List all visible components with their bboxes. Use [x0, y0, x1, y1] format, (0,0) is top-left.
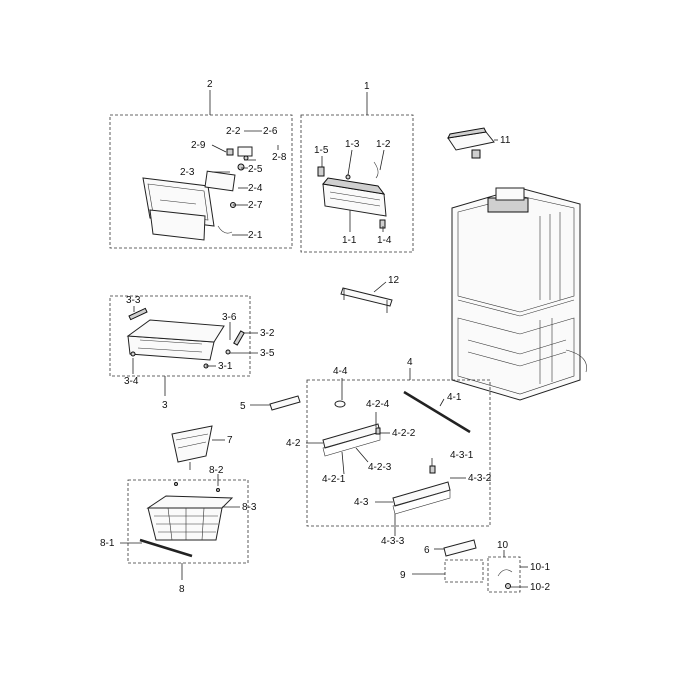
callout-3-2: 3-2	[260, 328, 275, 339]
callout-2: 2	[207, 79, 213, 90]
part-9	[412, 559, 484, 583]
callout-2-3: 2-3	[180, 167, 195, 178]
part-12	[340, 281, 393, 313]
callout-1-2: 1-2	[376, 139, 391, 150]
callout-4-3-3: 4-3-3	[381, 536, 405, 547]
callout-4-3-1: 4-3-1	[450, 450, 474, 461]
group-1-leaders	[321, 149, 385, 232]
callout-3-3: 3-3	[126, 295, 141, 306]
callout-4-2-3: 4-2-3	[368, 462, 392, 473]
callout-8: 8	[179, 584, 185, 595]
callout-2-2: 2-2	[226, 126, 241, 137]
group-10-box	[487, 550, 528, 593]
callout-4-3: 4-3	[354, 497, 369, 508]
group-8-box	[127, 479, 249, 580]
callout-10-1: 10-1	[530, 562, 550, 573]
callout-2-5: 2-5	[248, 164, 263, 175]
callout-1-4: 1-4	[377, 235, 392, 246]
callout-2-6: 2-6	[263, 126, 278, 137]
callout-5: 5	[240, 401, 246, 412]
part-7	[171, 425, 225, 470]
callout-3-6: 3-6	[222, 312, 237, 323]
callout-7: 7	[227, 435, 233, 446]
callout-2-9: 2-9	[191, 140, 206, 151]
callout-3: 3	[162, 400, 168, 411]
callout-11: 11	[500, 135, 511, 146]
group-2-box	[109, 90, 293, 249]
callout-3-5: 3-5	[260, 348, 275, 359]
callout-4-2-1: 4-2-1	[322, 474, 346, 485]
callout-4: 4	[407, 357, 413, 368]
cabinet-body	[451, 187, 587, 401]
part-11	[447, 127, 498, 159]
callout-2-1: 2-1	[248, 230, 263, 241]
group-1-box	[300, 92, 414, 253]
callout-8-2: 8-2	[209, 465, 224, 476]
callout-9: 9	[400, 570, 406, 581]
callout-2-4: 2-4	[248, 183, 263, 194]
callout-10: 10	[497, 540, 509, 551]
callout-1: 1	[364, 81, 370, 92]
callout-10-2: 10-2	[530, 582, 550, 593]
group-2-leaders	[211, 130, 279, 236]
callout-3-4: 3-4	[124, 376, 139, 387]
callout-6: 6	[424, 545, 430, 556]
part-5	[250, 395, 301, 411]
part-6	[434, 539, 477, 557]
callout-1-1: 1-1	[342, 235, 357, 246]
callout-4-1: 4-1	[447, 392, 462, 403]
group-8-leaders	[120, 474, 240, 544]
callout-1-5: 1-5	[314, 145, 329, 156]
callout-2-7: 2-7	[248, 200, 263, 211]
callout-1-3: 1-3	[345, 139, 360, 150]
group-3-leaders	[132, 306, 258, 374]
callout-4-4: 4-4	[333, 366, 348, 377]
callout-8-1: 8-1	[100, 538, 115, 549]
group-4-box	[306, 368, 491, 527]
callout-2-8: 2-8	[272, 152, 287, 163]
callout-12: 12	[388, 275, 400, 286]
callout-4-2-4: 4-2-4	[366, 399, 390, 410]
callout-8-3: 8-3	[242, 502, 257, 513]
callout-4-2-2: 4-2-2	[392, 428, 416, 439]
callout-labels: 2 2-6 2-2 2-9 2-8 2-5 2-3 2-4 2-7 2-1 1 …	[100, 79, 550, 595]
callout-3-1: 3-1	[218, 361, 233, 372]
group-4-leaders	[306, 398, 466, 536]
group-3-box	[109, 295, 251, 396]
callout-4-2: 4-2	[286, 438, 301, 449]
callout-4-3-2: 4-3-2	[468, 473, 492, 484]
